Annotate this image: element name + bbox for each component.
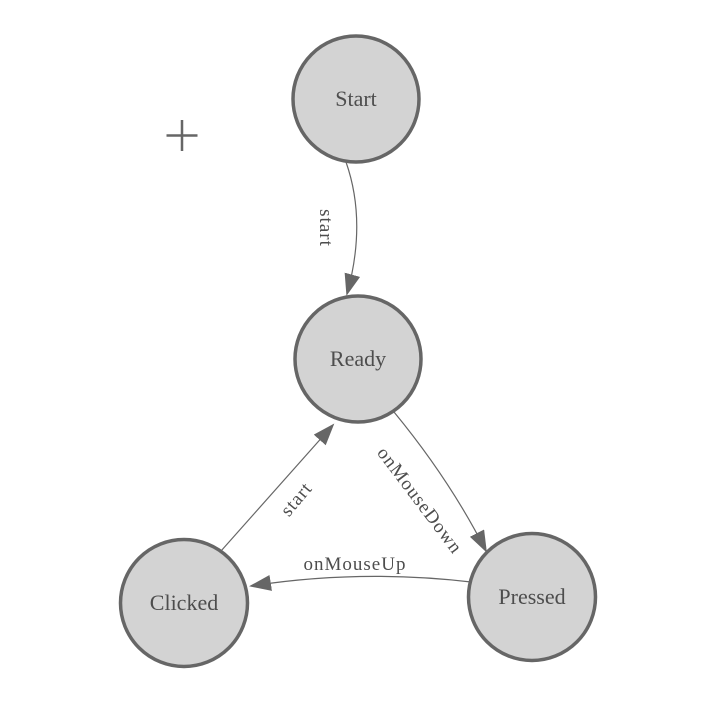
node-clicked-label: Clicked: [150, 590, 218, 615]
edge-label-start-to-ready: start: [315, 209, 336, 247]
node-ready-circle[interactable]: [293, 294, 423, 424]
node-pressed-circle[interactable]: [466, 531, 598, 663]
node-ready-label: Ready: [330, 346, 386, 371]
edge-label-clicked-to-ready: start: [277, 478, 317, 520]
edge-pressed-to-clicked[interactable]: [249, 575, 472, 591]
edge-clicked-to-ready[interactable]: [220, 423, 335, 552]
node-start[interactable]: Start: [291, 34, 421, 164]
node-clicked-circle[interactable]: [118, 537, 250, 669]
edge-ready-to-pressed[interactable]: [393, 411, 487, 553]
edge-start-to-ready[interactable]: [344, 161, 361, 296]
node-ready[interactable]: Ready: [293, 294, 423, 424]
node-pressed-label: Pressed: [498, 584, 565, 609]
node-clicked[interactable]: Clicked: [118, 537, 250, 669]
crosshair-cursor-icon: [166, 120, 198, 151]
node-start-label: Start: [335, 86, 377, 111]
node-pressed[interactable]: Pressed: [466, 531, 598, 663]
node-start-circle[interactable]: [291, 34, 421, 164]
edge-label-ready-to-pressed: onMouseDown: [372, 443, 466, 558]
nodes-layer: Start Ready Clicked Pressed: [118, 34, 598, 669]
edge-label-pressed-to-clicked: onMouseUp: [304, 554, 407, 575]
